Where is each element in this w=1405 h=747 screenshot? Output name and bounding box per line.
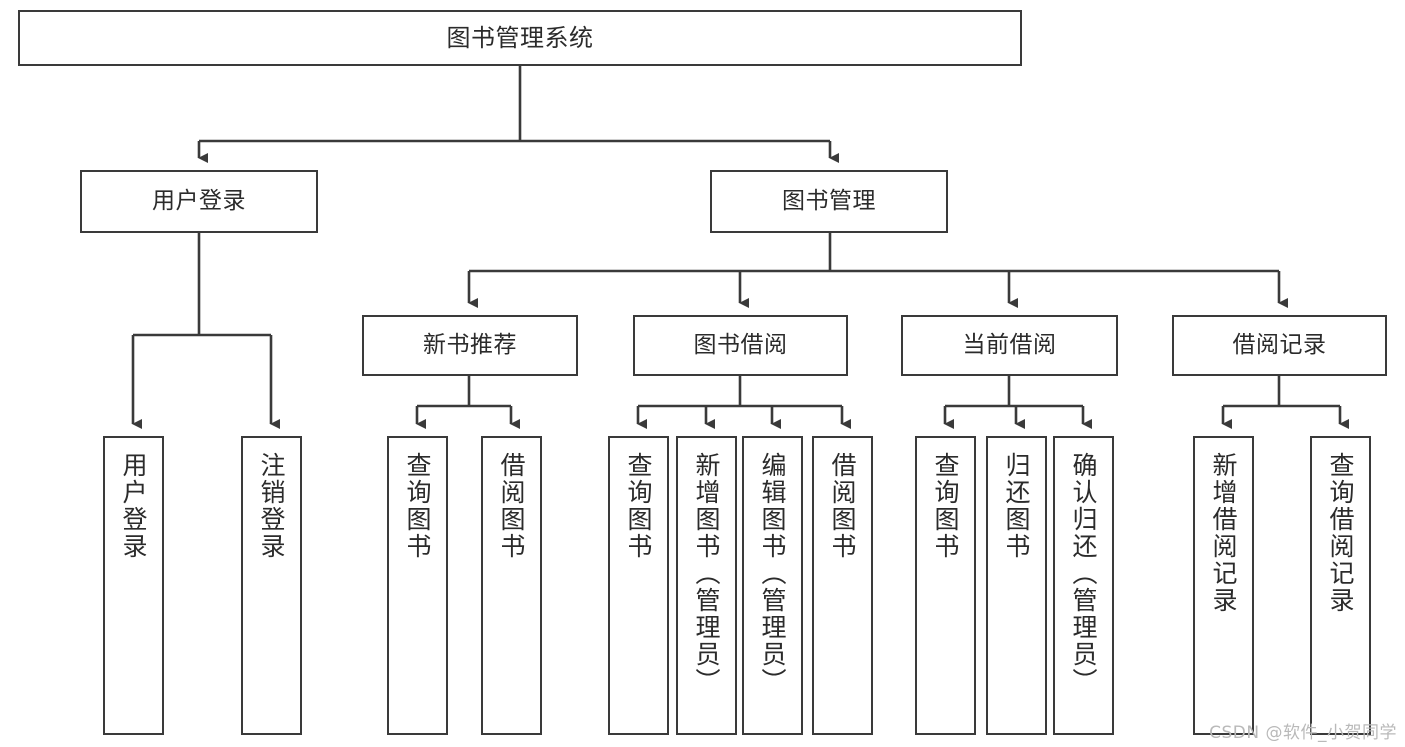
leaf-query-book-borrowing[interactable]: 查询图书: [608, 436, 669, 735]
node-label: 编辑图书（管理员）: [758, 452, 787, 695]
node-book-management[interactable]: 图书管理: [710, 170, 948, 233]
node-label: 新增图书（管理员）: [692, 452, 721, 695]
node-label: 查询借阅记录: [1326, 452, 1355, 614]
node-label: 归还图书: [1002, 452, 1031, 560]
leaf-add-book-admin[interactable]: 新增图书（管理员）: [676, 436, 737, 735]
node-label: 用户登录: [152, 187, 246, 214]
node-label: 查询图书: [624, 452, 653, 560]
leaf-query-borrow-record[interactable]: 查询借阅记录: [1310, 436, 1371, 735]
node-current-borrowing[interactable]: 当前借阅: [901, 315, 1118, 376]
node-label: 借阅图书: [828, 452, 857, 560]
node-label: 当前借阅: [962, 331, 1057, 358]
node-new-book-recommendation[interactable]: 新书推荐: [362, 315, 578, 376]
node-book-borrowing[interactable]: 图书借阅: [633, 315, 848, 376]
node-label: 图书管理系统: [446, 23, 594, 52]
leaf-borrow-book-borrowing[interactable]: 借阅图书: [812, 436, 873, 735]
leaf-query-book-current[interactable]: 查询图书: [915, 436, 976, 735]
leaf-query-book-recommendation[interactable]: 查询图书: [387, 436, 448, 735]
node-label: 查询图书: [931, 452, 960, 560]
leaf-borrow-book-recommendation[interactable]: 借阅图书: [481, 436, 542, 735]
leaf-return-book[interactable]: 归还图书: [986, 436, 1047, 735]
leaf-confirm-return-admin[interactable]: 确认归还（管理员）: [1053, 436, 1114, 735]
node-label: 新增借阅记录: [1209, 452, 1238, 614]
leaf-user-login[interactable]: 用户登录: [103, 436, 164, 735]
node-root-book-management-system[interactable]: 图书管理系统: [18, 10, 1022, 66]
node-label: 确认归还（管理员）: [1069, 452, 1098, 695]
node-label: 图书借阅: [693, 331, 788, 358]
node-label: 查询图书: [403, 452, 432, 560]
node-borrow-records[interactable]: 借阅记录: [1172, 315, 1387, 376]
node-label: 借阅记录: [1232, 331, 1327, 358]
node-label: 注销登录: [257, 452, 286, 560]
leaf-logout[interactable]: 注销登录: [241, 436, 302, 735]
node-user-login[interactable]: 用户登录: [80, 170, 318, 233]
node-label: 借阅图书: [497, 452, 526, 560]
leaf-edit-book-admin[interactable]: 编辑图书（管理员）: [742, 436, 803, 735]
node-label: 用户登录: [119, 452, 148, 560]
node-label: 图书管理: [782, 187, 876, 214]
node-label: 新书推荐: [423, 331, 517, 358]
leaf-add-borrow-record[interactable]: 新增借阅记录: [1193, 436, 1254, 735]
